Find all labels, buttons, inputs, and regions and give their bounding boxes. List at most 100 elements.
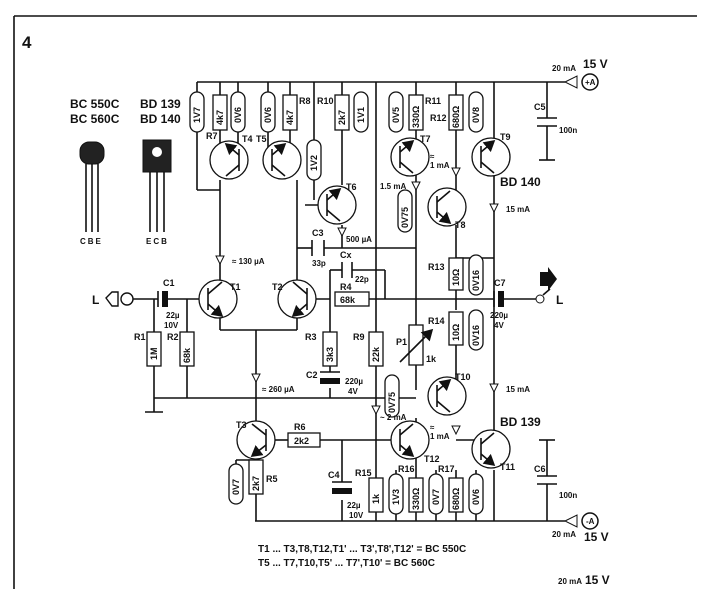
r3-name: R3 <box>305 332 317 342</box>
r2-name: R2 <box>167 332 179 342</box>
r7-name: R7 <box>206 131 218 141</box>
resistor-r15 <box>368 477 384 513</box>
vm-0v75b: 0V75 <box>387 392 397 413</box>
neg-voltage: 15 V <box>584 530 609 544</box>
vm-0v6a: 0V6 <box>233 107 243 123</box>
r17-name: R17 <box>438 464 455 474</box>
r9-name: R9 <box>353 332 365 342</box>
transistor-t7 <box>390 137 430 177</box>
current-500ua: 500 µA <box>346 235 372 244</box>
vm-1v7: 1V7 <box>192 107 202 123</box>
input-jack <box>105 291 158 307</box>
resistor-r8 <box>282 94 298 131</box>
neg-current: 20 mA <box>552 530 576 539</box>
footnote-2: T5 ... T7,T10,T5' ... T7',T10' = BC 560C <box>258 558 435 569</box>
capacitor-c6-symbol <box>537 439 557 521</box>
supply-rails <box>197 73 599 530</box>
t9-label: T9 <box>500 132 511 142</box>
r12-value: 680Ω <box>451 106 461 128</box>
pos-voltage: 15 V <box>583 57 608 71</box>
transistor-t11 <box>471 429 511 469</box>
r9-value: 22k <box>371 346 381 362</box>
c2-value: 220µ <box>345 377 363 386</box>
t4-label: T4 <box>242 134 253 144</box>
resistor-r10 <box>334 94 350 131</box>
r17-value: 680Ω <box>451 488 461 510</box>
current-arrows <box>215 167 499 436</box>
corner-voltage: 15 V <box>585 573 610 587</box>
resistor-r7 <box>212 94 228 131</box>
capacitor-c3-symbol <box>311 240 325 256</box>
vm-1v3: 1V3 <box>391 489 401 505</box>
resistor-r9 <box>368 331 384 367</box>
resistor-r17 <box>448 477 464 513</box>
resistor-r6 <box>287 432 321 448</box>
r15-value: 1k <box>371 493 381 504</box>
c3-value: 33p <box>312 259 326 268</box>
current-130ua: ≈ 130 µA <box>232 257 265 266</box>
c4-voltage: 10V <box>349 511 364 520</box>
r13-name: R13 <box>428 262 445 272</box>
pos-current: 20 mA <box>552 64 576 73</box>
c5-name: C5 <box>534 102 546 112</box>
current-2ma: ~ 2 mA <box>380 413 407 422</box>
t9-type: BD 140 <box>500 175 541 189</box>
vm-0v16a: 0V16 <box>471 270 481 291</box>
resistor-r14 <box>448 311 464 346</box>
p1-value: 1k <box>426 354 437 364</box>
resistor-r3 <box>322 331 338 367</box>
transistor-t9 <box>471 137 511 177</box>
c2-voltage: 4V <box>348 387 358 396</box>
r15-name: R15 <box>355 468 372 478</box>
r2-value: 68k <box>182 347 192 363</box>
t5-label: T5 <box>256 134 267 144</box>
cx-value: 22p <box>355 275 369 284</box>
r4-value: 68k <box>340 295 356 305</box>
resistor-r11 <box>408 94 424 131</box>
c5-value: 100n <box>559 126 577 135</box>
current-1-5ma: 1.5 mA <box>380 182 406 191</box>
r13-value: 10Ω <box>451 269 461 286</box>
resistor-r12 <box>448 94 464 131</box>
resistor-r4 <box>334 291 370 307</box>
figure-frame <box>13 15 697 589</box>
package-power-pins: ECB <box>146 237 169 246</box>
vm-1v1: 1V1 <box>356 107 366 123</box>
c6-value: 100n <box>559 491 577 500</box>
r11-name: R11 <box>425 96 441 106</box>
c4-value: 22µ <box>347 501 361 510</box>
corner-current: 20 mA <box>558 577 582 586</box>
transistor-t6 <box>317 185 357 225</box>
vm-0v7a: 0V7 <box>231 479 241 495</box>
cx-name: Cx <box>340 250 352 260</box>
r11-value: 330Ω <box>411 106 421 128</box>
r16-name: R16 <box>398 464 415 474</box>
current-1ma-bottom: 1 mA <box>430 432 450 441</box>
r12-name: R12 <box>430 113 447 123</box>
t11-label: T11 <box>500 462 515 472</box>
vm-0v6b: 0V6 <box>471 489 481 505</box>
r10-value: 2k7 <box>337 110 347 125</box>
vm-0v75a: 0V75 <box>400 207 410 228</box>
voltage-marker-pills <box>189 91 484 515</box>
c2-name: C2 <box>306 370 318 380</box>
transistor-t5 <box>262 140 302 180</box>
capacitor-c4-symbol <box>332 481 352 494</box>
r7-value: 4k7 <box>215 110 225 125</box>
t6-label: T6 <box>346 182 357 192</box>
r4-name: R4 <box>340 282 352 292</box>
t3-label: T3 <box>236 420 247 430</box>
t12-label: T12 <box>424 454 440 464</box>
r14-value: 10Ω <box>451 324 461 341</box>
package-power-transistor <box>142 139 172 232</box>
p1-name: P1 <box>396 337 407 347</box>
package-power-name-2: BD 140 <box>140 112 181 126</box>
resistor-r5 <box>248 459 264 495</box>
r16-value: 330Ω <box>411 488 421 510</box>
vm-1v2: 1V2 <box>309 155 319 171</box>
current-15ma-t11: 15 mA <box>506 385 530 394</box>
current-260ua: ≈ 260 µA <box>262 385 295 394</box>
current-15ma-t9: 15 mA <box>506 205 530 214</box>
